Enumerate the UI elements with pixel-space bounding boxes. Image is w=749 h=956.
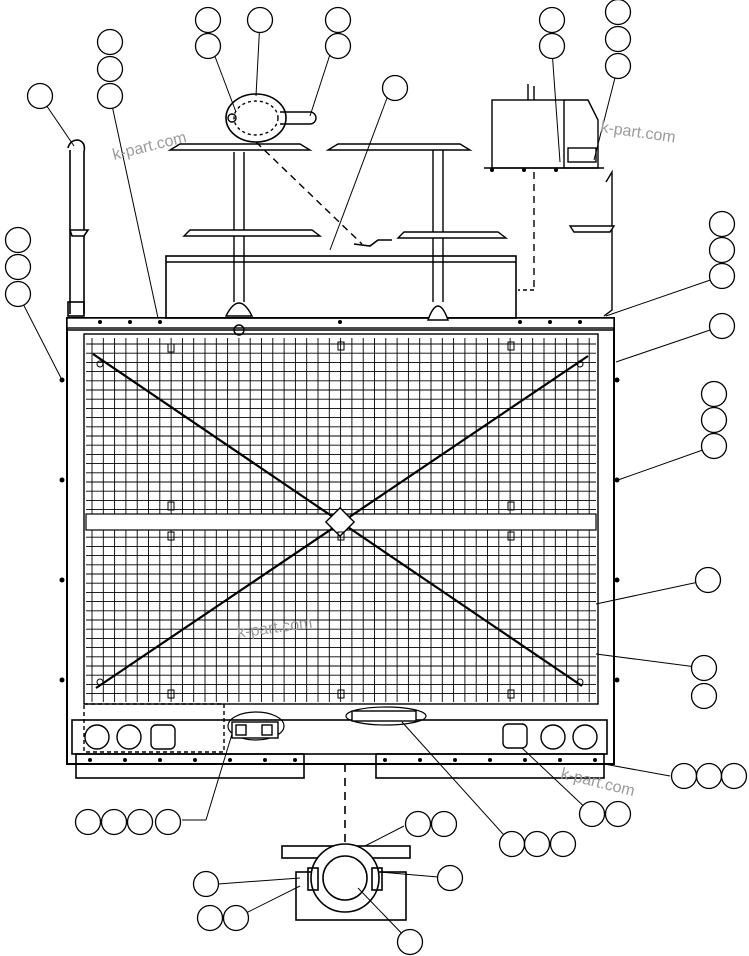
callout-bubble — [604, 52, 632, 80]
callout-bubble — [720, 762, 748, 790]
callout-bubble — [96, 55, 124, 83]
callout-bubble — [700, 432, 728, 460]
watermark-4: k-part.com — [559, 765, 636, 800]
callout-bubble — [100, 808, 128, 836]
callout-bubble — [192, 870, 220, 898]
watermark-2: k-part.com — [599, 119, 676, 146]
overflow-pipe — [67, 139, 90, 317]
callout-bubble — [690, 654, 718, 682]
callout-bubble — [154, 808, 182, 836]
callout-bubble — [222, 904, 250, 932]
watermark-1: k-part.com — [111, 129, 188, 164]
mesh-brackets — [96, 341, 584, 699]
callout-bubble — [549, 830, 577, 858]
bottom-tank — [71, 703, 608, 779]
callout-bubble — [708, 210, 736, 238]
callout-bubble — [4, 226, 32, 254]
callout-bubble — [523, 830, 551, 858]
lower-port-1 — [84, 724, 110, 750]
callout-bubble — [404, 810, 432, 838]
callout-bubble — [436, 864, 464, 892]
callout-bubble — [4, 280, 32, 308]
callout-bubble — [396, 928, 424, 956]
callout-bubble — [604, 800, 632, 828]
callout-bubble — [708, 262, 736, 290]
callout-bubble — [700, 380, 728, 408]
callout-bubble — [604, 25, 632, 53]
callout-bubble — [26, 82, 54, 110]
top-tank — [165, 143, 517, 336]
callout-bubble — [381, 74, 409, 102]
lower-port-3 — [540, 724, 566, 750]
callout-bubble — [246, 6, 274, 34]
lower-port-2 — [116, 724, 142, 750]
reserve-tank — [484, 84, 616, 317]
callout-bubbles — [4, 0, 748, 956]
callout-bubble — [96, 82, 124, 110]
fan-pulley — [281, 764, 411, 921]
callout-bubble — [96, 28, 124, 56]
callout-bubble — [324, 6, 352, 34]
callout-bubble — [708, 236, 736, 264]
callout-bubble — [708, 312, 736, 340]
callout-bubble — [196, 904, 224, 932]
callout-bubble — [4, 253, 32, 281]
callout-bubble — [498, 830, 526, 858]
callout-bubble — [194, 6, 222, 34]
callout-bubble — [126, 808, 154, 836]
callout-bubble — [604, 0, 632, 26]
callout-bubble — [700, 406, 728, 434]
watermark-3: k-part.com — [236, 615, 313, 642]
callout-bubble — [690, 682, 718, 710]
callout-bubble — [430, 810, 458, 838]
callout-bubble — [194, 32, 222, 60]
radiator-frame — [59, 317, 620, 765]
callout-bubble — [578, 800, 606, 828]
radiator-cap-icon — [225, 93, 392, 247]
callout-bubble — [538, 32, 566, 60]
lower-port-4 — [572, 724, 598, 750]
callout-bubble — [74, 808, 102, 836]
cross-brace-joint — [324, 506, 356, 538]
callout-bubble — [670, 762, 698, 790]
callout-bubble — [538, 6, 566, 34]
watermark-group: k-part.com k-part.com k-part.com k-part.… — [111, 119, 677, 800]
callout-bubble — [695, 762, 723, 790]
callout-bubble — [694, 566, 722, 594]
callout-bubble — [324, 32, 352, 60]
